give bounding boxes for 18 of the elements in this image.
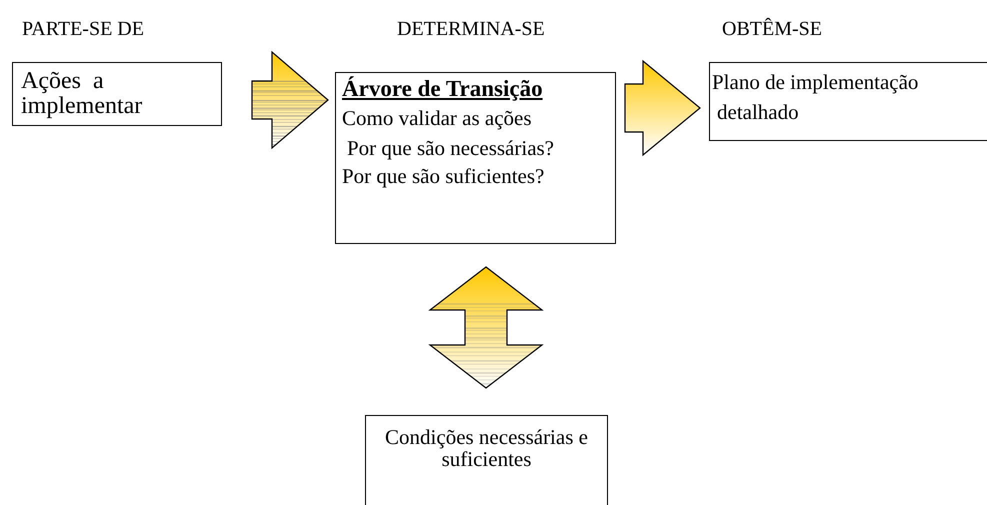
double-block-arrow: [428, 266, 544, 389]
text-box: [335, 72, 616, 244]
column-heading: PARTE-SE DE: [22, 18, 144, 41]
block-arrow: [624, 60, 701, 156]
body-text: Por que são suficientes?: [342, 165, 546, 188]
tree-heading: Árvore de Transição: [342, 77, 544, 102]
node-text: Condições necessárias e suficientes: [384, 426, 589, 470]
body-text: Como validar as ações: [342, 107, 533, 130]
node-text: Ações a implementar: [21, 69, 144, 120]
node-text: detalhado: [717, 101, 800, 124]
column-heading: DETERMINA-SE: [397, 18, 545, 41]
text-box: [709, 62, 987, 141]
node-text: Plano de implementação: [712, 71, 920, 94]
body-text: Por que são necessárias?: [347, 137, 556, 160]
text-box: [365, 415, 608, 505]
text-box: [12, 62, 222, 126]
block-arrow: [251, 50, 329, 150]
column-heading: OBTÊM-SE: [722, 18, 822, 41]
